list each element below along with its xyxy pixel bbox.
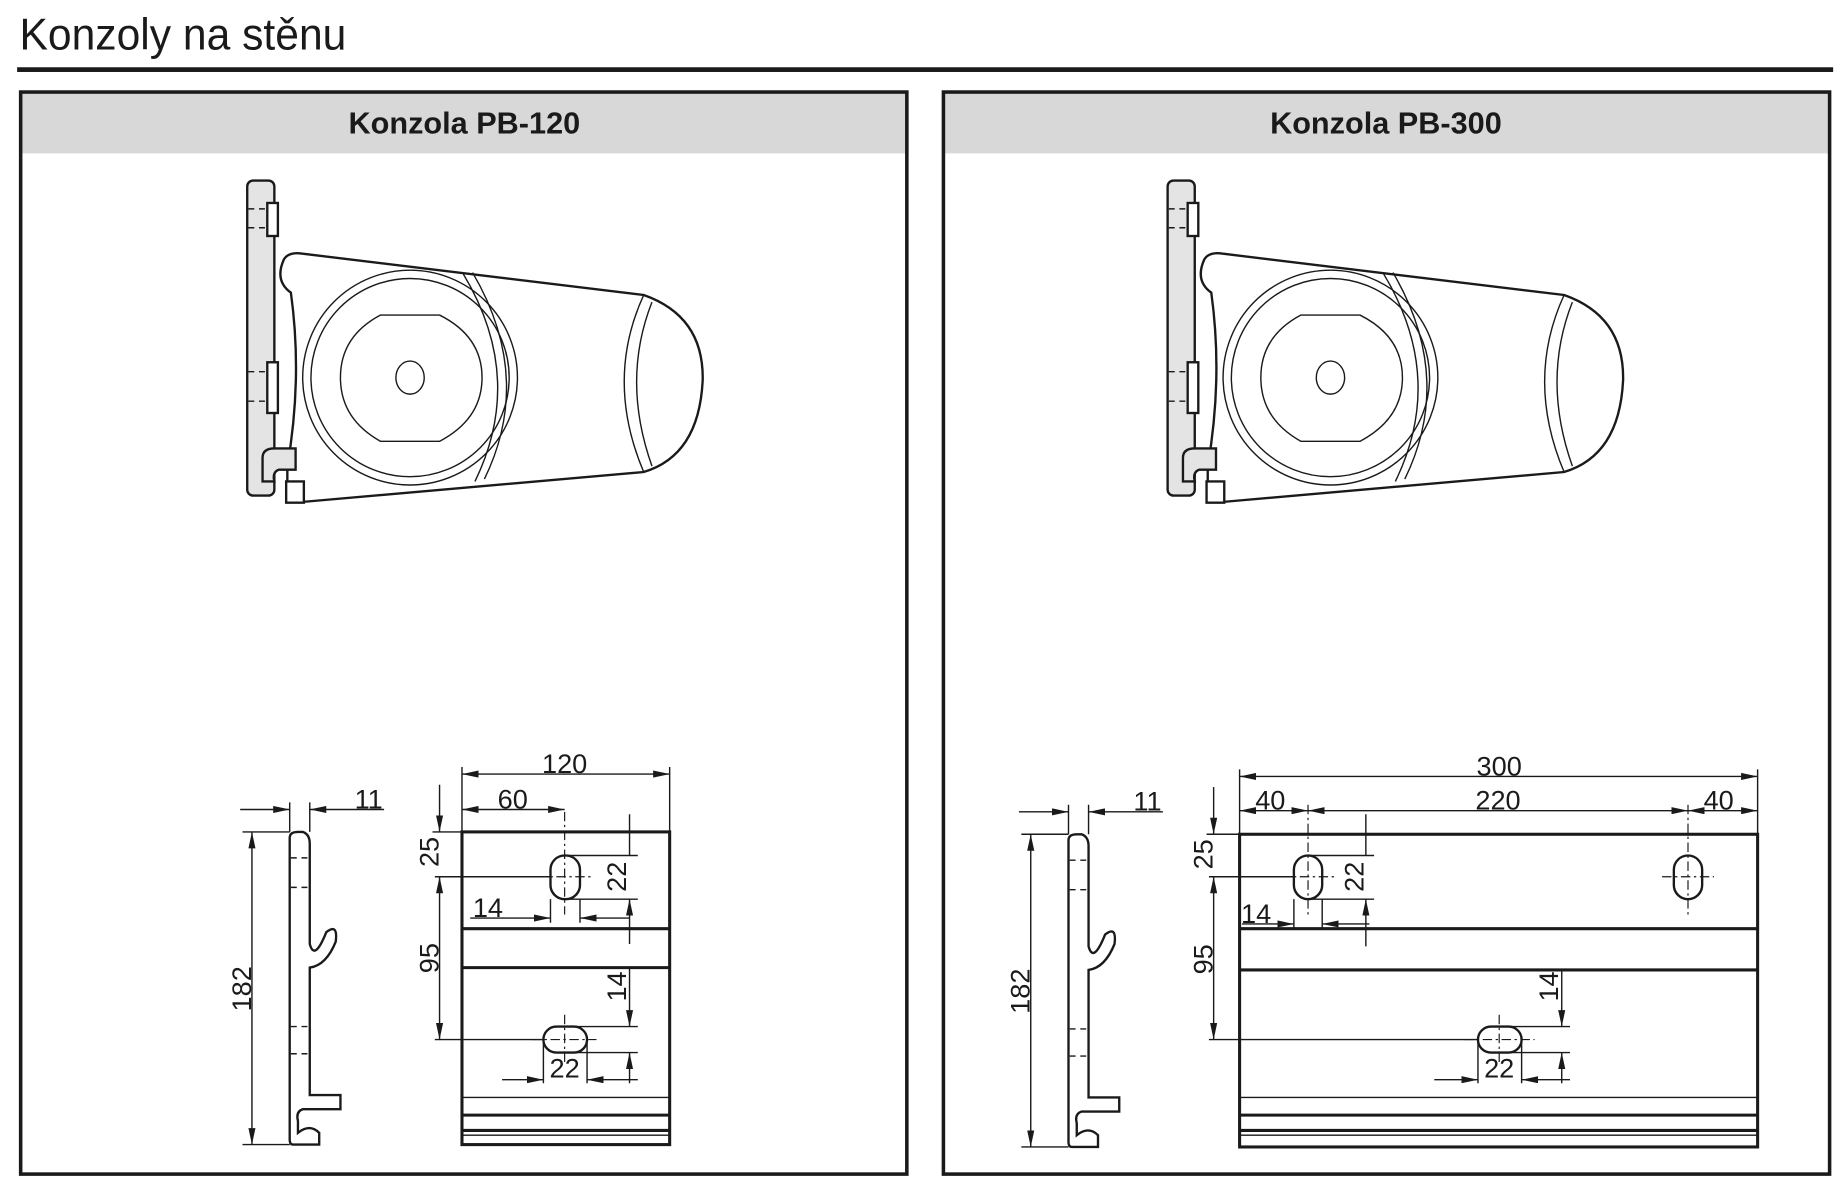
dim-top-offset: 25 [413,837,444,867]
panel-pb-300: Konzola PB-300 11 182 300 [941,90,1832,1176]
dim-edge-left: 40 [1255,784,1285,815]
panel-pb-120: Konzola PB-120 11 182 120 60 [18,90,909,1176]
front-dimensions: 300 40 220 40 25 95 22 14 14 22 [1187,750,1759,1083]
dim-height: 182 [1005,969,1036,1014]
dim-lower-slot: 22 [1484,1052,1514,1083]
dim-width: 300 [1477,750,1522,781]
dim-lower-slot: 22 [550,1052,580,1083]
panel-header-bg [20,92,907,154]
dim-slot-edge: 14 [473,892,503,923]
bracket-side-view [288,830,342,1146]
panel-header-bg [943,92,1830,154]
dim-hole-spacing: 95 [1187,944,1218,974]
dim-thickness: 11 [1133,786,1161,817]
bracket-front-view [460,811,672,1147]
dim-edge-right: 40 [1704,784,1734,815]
panel-border [18,90,909,1176]
dim-top-offset: 25 [1187,839,1218,869]
side-dimensions: 11 182 [226,783,385,1146]
front-dimensions: 120 60 25 95 22 14 14 22 [413,748,671,1083]
dim-width: 120 [542,748,587,779]
dim-lower-edge: 14 [1533,971,1564,1001]
bracket-side-view [1067,833,1121,1149]
dim-hole-offset: 60 [498,783,528,814]
dim-hole-spacing-horizontal: 220 [1475,784,1520,815]
title-rule [17,67,1834,72]
dim-slot-length: 22 [601,862,632,892]
bracket-front-view [1238,804,1760,1149]
dim-slot-length: 22 [1339,862,1370,892]
motor-illustration [246,179,704,504]
page-title: Konzoly na stěnu [19,9,346,60]
panel-border [941,90,1832,1176]
dim-slot-edge: 14 [1241,898,1271,929]
dim-height: 182 [226,966,257,1011]
panel-title: Konzola PB-300 [1270,106,1502,140]
dim-hole-spacing: 95 [413,943,444,973]
panel-title: Konzola PB-120 [348,106,580,140]
dim-thickness: 11 [355,783,383,814]
motor-illustration [1166,179,1625,504]
side-dimensions: 11 182 [1005,786,1163,1148]
dim-lower-edge: 14 [601,971,632,1001]
